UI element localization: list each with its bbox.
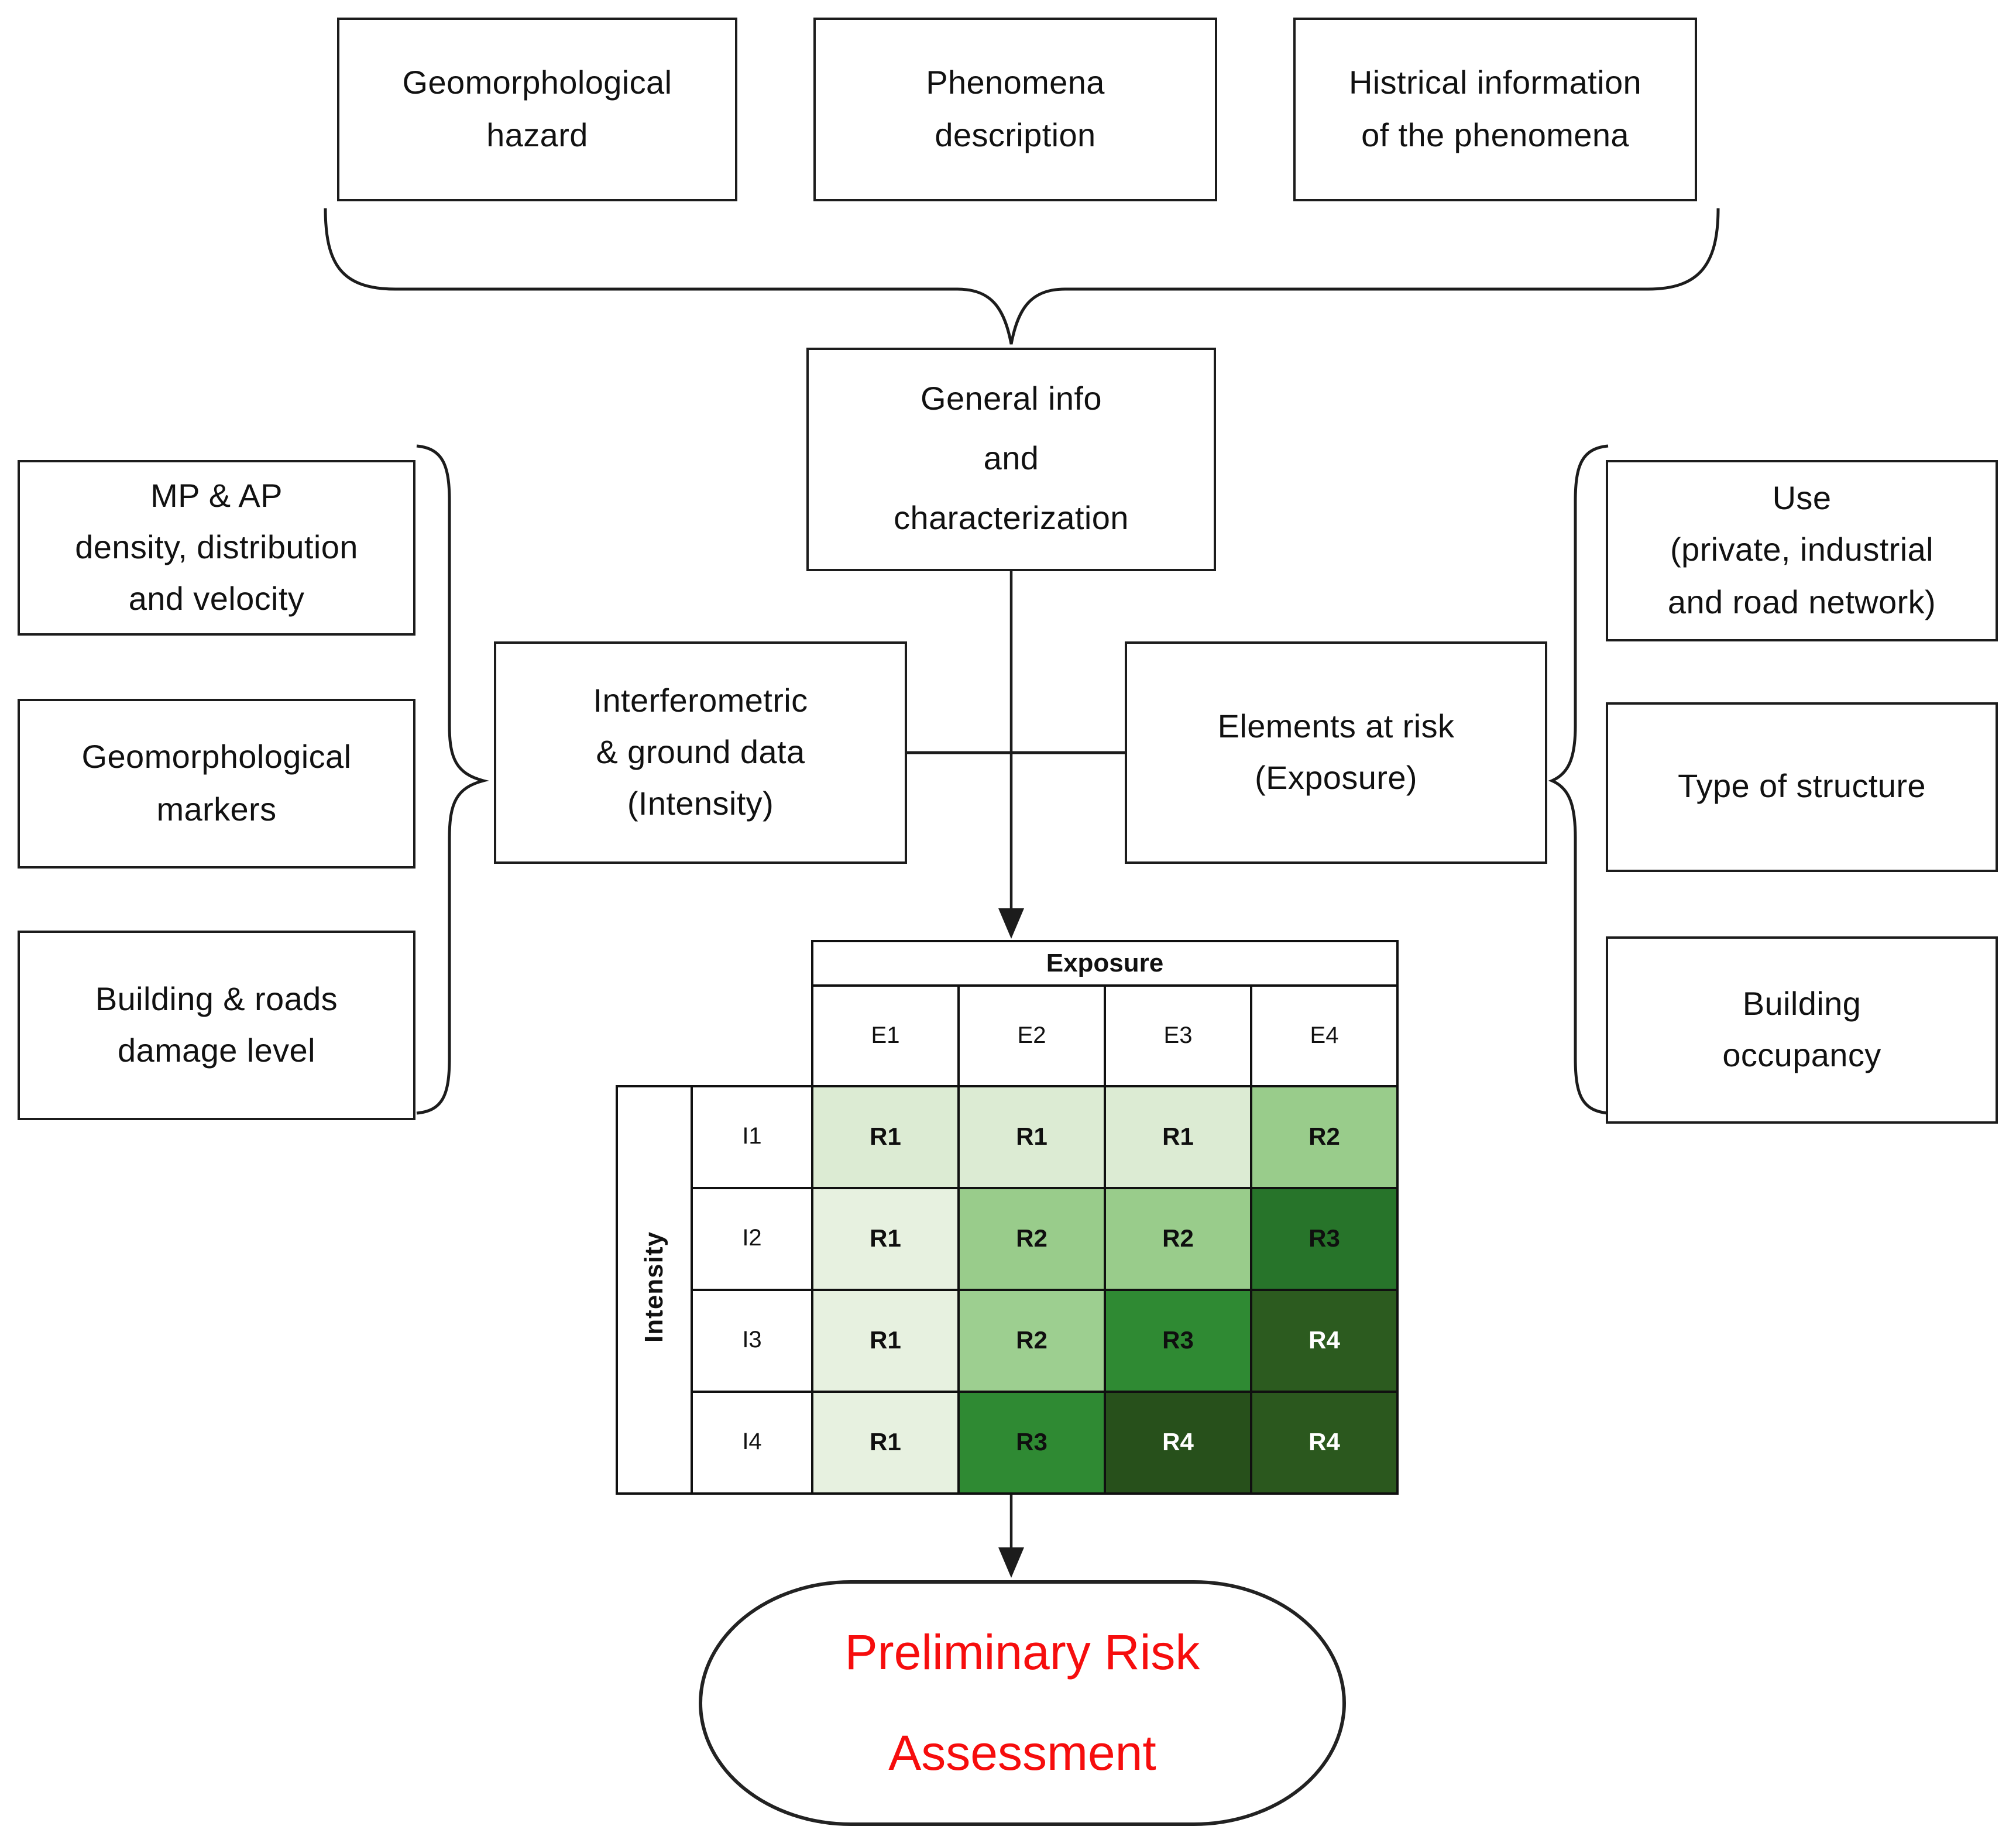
- matrix-cell-i2-e4: R3: [1250, 1187, 1399, 1291]
- node-use: Use (private, industrial and road networ…: [1606, 460, 1998, 641]
- matrix-col-header-e4: E4: [1250, 984, 1399, 1087]
- matrix-cell-i1-e2: R1: [957, 1085, 1106, 1189]
- matrix-row-header-i4: I4: [691, 1391, 813, 1495]
- matrix-cell-i2-e3: R2: [1104, 1187, 1252, 1291]
- matrix-cell-i3-e1: R1: [811, 1289, 960, 1393]
- node-building-occupancy: Building occupancy: [1606, 936, 1998, 1124]
- node-elements-at-risk: Elements at risk (Exposure): [1125, 641, 1547, 864]
- matrix-corner-spacer: [617, 941, 812, 986]
- node-phenomena-description: Phenomena description: [813, 18, 1217, 201]
- left-brace: [416, 444, 489, 1115]
- matrix-corner-spacer: [617, 986, 812, 1086]
- matrix-cell-i1-e4: R2: [1250, 1085, 1399, 1189]
- matrix-cell-i4-e4: R4: [1250, 1391, 1399, 1495]
- node-geomorphological-markers: Geomorphological markers: [18, 699, 415, 869]
- node-mp-ap-density: MP & AP density, distribution and veloci…: [18, 460, 415, 636]
- top-brace: [324, 208, 1720, 345]
- matrix-row-header-i3: I3: [691, 1289, 813, 1393]
- matrix-cell-i3-e4: R4: [1250, 1289, 1399, 1393]
- matrix-cell-i2-e2: R2: [957, 1187, 1106, 1291]
- matrix-cell-i2-e1: R1: [811, 1187, 960, 1291]
- node-interferometric-ground-data: Interferometric & ground data (Intensity…: [494, 641, 907, 864]
- arrow-matrix-to-result-head: [998, 1547, 1024, 1578]
- matrix-row-header-i2: I2: [691, 1187, 813, 1291]
- matrix-cell-i3-e3: R3: [1104, 1289, 1252, 1393]
- matrix-col-header-e1: E1: [811, 984, 960, 1087]
- matrix-cell-i3-e2: R2: [957, 1289, 1106, 1393]
- risk-matrix: Exposure E1 E2 E3 E4 Intensity I1 R1 R1 …: [616, 940, 1399, 1495]
- matrix-intensity-label: Intensity: [639, 1231, 668, 1343]
- matrix-cell-i4-e1: R1: [811, 1391, 960, 1495]
- matrix-row-header-i1: I1: [691, 1085, 813, 1189]
- right-brace: [1548, 444, 1609, 1115]
- node-preliminary-risk-assessment: Preliminary Risk Assessment: [699, 1580, 1346, 1826]
- matrix-intensity-header: Intensity: [616, 1085, 693, 1495]
- matrix-col-header-e3: E3: [1104, 984, 1252, 1087]
- matrix-cell-i1-e1: R1: [811, 1085, 960, 1189]
- risk-matrix-table: Exposure E1 E2 E3 E4 Intensity I1 R1 R1 …: [616, 940, 1399, 1495]
- matrix-exposure-header: Exposure: [811, 940, 1399, 987]
- matrix-col-header-e2: E2: [957, 984, 1106, 1087]
- node-type-of-structure: Type of structure: [1606, 702, 1998, 872]
- node-historical-information: Histrical information of the phenomena: [1293, 18, 1697, 201]
- matrix-cell-i4-e2: R3: [957, 1391, 1106, 1495]
- matrix-cell-i1-e3: R1: [1104, 1085, 1252, 1189]
- node-building-roads-damage: Building & roads damage level: [18, 931, 415, 1120]
- node-general-info: General info and characterization: [806, 348, 1216, 571]
- node-geomorphological-hazard: Geomorphological hazard: [337, 18, 737, 201]
- arrow-general-to-matrix-head: [998, 908, 1024, 939]
- matrix-cell-i4-e3: R4: [1104, 1391, 1252, 1495]
